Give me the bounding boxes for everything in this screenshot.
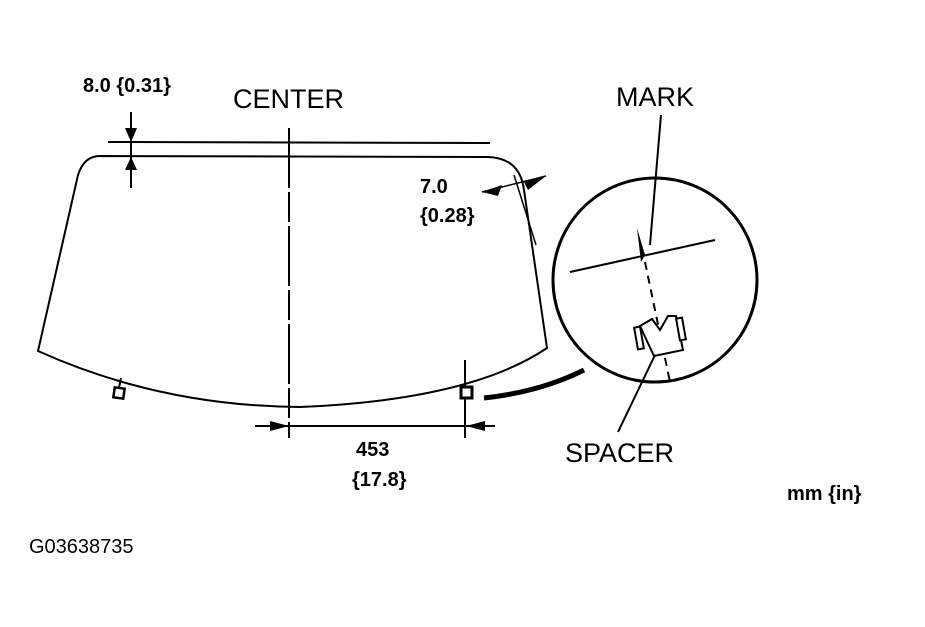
spacer-distance-mm-label: 453 [356,439,390,461]
top-offset-label: 8.0 {0.31} [83,75,171,97]
mark-leader [649,114,662,246]
spacer-distance-in-label: {17.8} [352,469,407,491]
top-reference-line [107,141,491,144]
top-offset-dimension [125,112,137,188]
center-label: CENTER [233,84,345,114]
figure-id: G03638735 [29,536,134,558]
spacer-leader [617,354,656,433]
side-offset-dimension [481,174,547,246]
spacer-distance-dimension [255,421,495,431]
left-spacer [111,377,127,401]
spacer-detail [632,315,688,358]
side-offset-mm-label: 7.0 [420,176,448,198]
detail-leader [483,367,586,401]
mark-label: MARK [616,82,695,112]
units-label: mm {in} [787,483,862,505]
spacer-label: SPACER [565,438,675,468]
side-offset-in-label: {0.28} [420,205,475,227]
detail-center-line [644,261,671,383]
mark-symbol [637,228,645,262]
windshield-outline [36,154,549,409]
